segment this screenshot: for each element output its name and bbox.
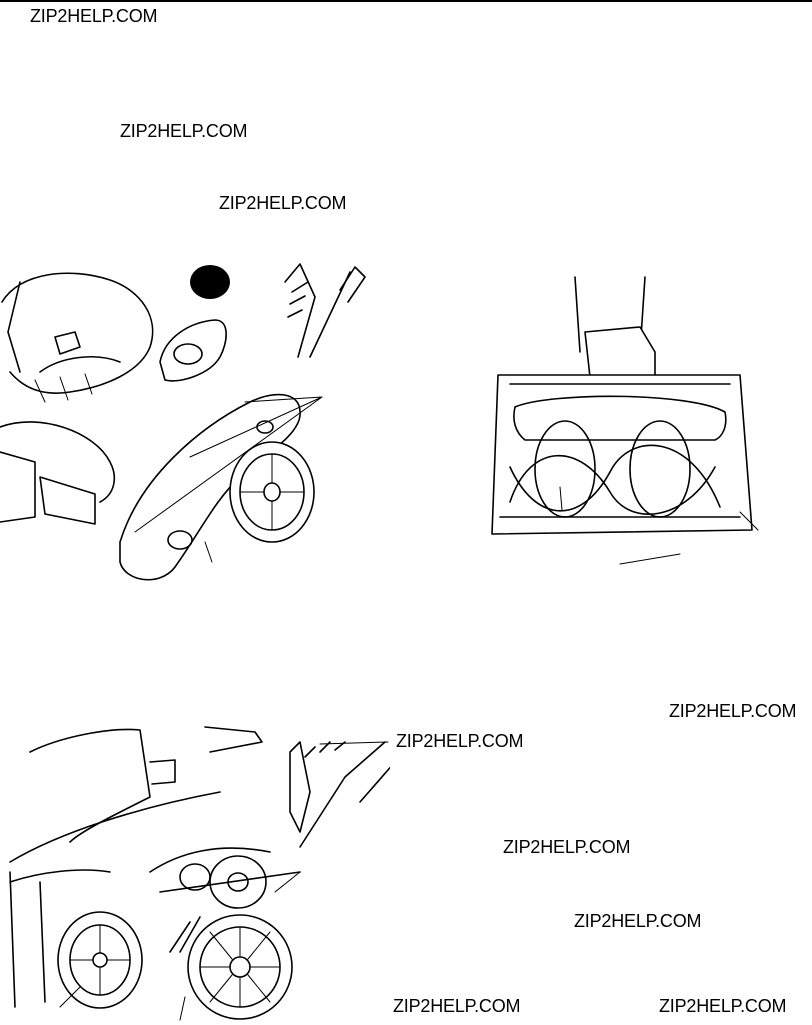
snow-thrower-side-belt-cover-illustration (0, 262, 372, 592)
snowblower-side-view-icon (0, 263, 366, 581)
watermark-text-1: ZIP2HELP.COM (30, 6, 158, 26)
watermark-text-8: ZIP2HELP.COM (393, 996, 521, 1016)
top-rule (0, 0, 812, 2)
watermark-text-9: ZIP2HELP.COM (659, 996, 787, 1016)
watermark-text-2: ZIP2HELP.COM (120, 121, 248, 141)
auger-front-view-icon (491, 276, 759, 565)
watermark-text-3: ZIP2HELP.COM (219, 193, 347, 213)
snowblower-drive-view-icon (9, 726, 390, 1021)
watermark-text-5: ZIP2HELP.COM (396, 731, 524, 751)
watermark-text-6: ZIP2HELP.COM (503, 837, 631, 857)
snow-thrower-drive-pulley-illustration (0, 722, 390, 1025)
watermark-text-7: ZIP2HELP.COM (574, 911, 702, 931)
auger-housing-front-illustration (490, 272, 762, 572)
watermark-text-4: ZIP2HELP.COM (669, 701, 797, 721)
